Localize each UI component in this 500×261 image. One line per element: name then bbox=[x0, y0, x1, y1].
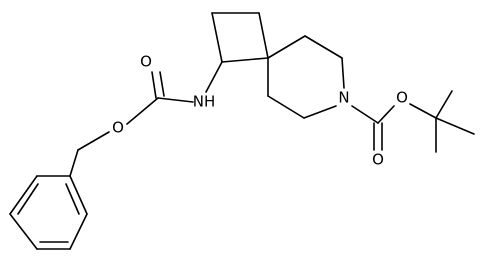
benzene-bond bbox=[9, 175, 38, 215]
atom-label-ring-nitrogen: N bbox=[338, 89, 349, 107]
benzyl-bond bbox=[69, 149, 79, 177]
benzene-bond bbox=[9, 213, 38, 250]
atom-label-carbonyl-oxygen: O bbox=[140, 53, 152, 71]
atom-label-boc-ester-oxygen: O bbox=[396, 89, 408, 107]
benzene-inner-bond bbox=[17, 183, 39, 215]
amine-bond bbox=[205, 61, 223, 93]
tbutyl-bond bbox=[435, 90, 453, 119]
atom-label-ester-oxygen: O bbox=[112, 119, 124, 137]
benzene-bond bbox=[69, 213, 88, 250]
ester-bond bbox=[126, 97, 159, 125]
cyclobutane-bond bbox=[211, 12, 223, 63]
atom-label-layer: O O NH N O O bbox=[112, 53, 408, 169]
tbutyl-bond bbox=[435, 117, 475, 135]
atom-label-nh: NH bbox=[193, 93, 216, 111]
benzene-inner-bond bbox=[65, 183, 80, 215]
piperidine-bond bbox=[267, 95, 305, 119]
piperidine-bond bbox=[304, 35, 343, 59]
carbonyl-double-bond bbox=[151, 71, 157, 99]
amine-bond bbox=[157, 97, 194, 103]
atom-label-boc-carbonyl-oxygen: O bbox=[372, 151, 384, 169]
ester-bond bbox=[77, 131, 110, 151]
cyclobutane-bond bbox=[258, 12, 269, 59]
piperidine-bond bbox=[303, 105, 337, 119]
piperidine-bond bbox=[267, 35, 306, 59]
boc-bond bbox=[351, 105, 379, 124]
benzene-bond bbox=[69, 175, 88, 215]
bond-layer bbox=[9, 12, 475, 250]
boc-bond bbox=[377, 105, 395, 124]
cyclobutane-bond bbox=[221, 57, 269, 63]
boc-bond bbox=[409, 103, 437, 119]
piperidine-bond bbox=[341, 57, 345, 89]
carbonyl-double-bond bbox=[159, 71, 165, 97]
